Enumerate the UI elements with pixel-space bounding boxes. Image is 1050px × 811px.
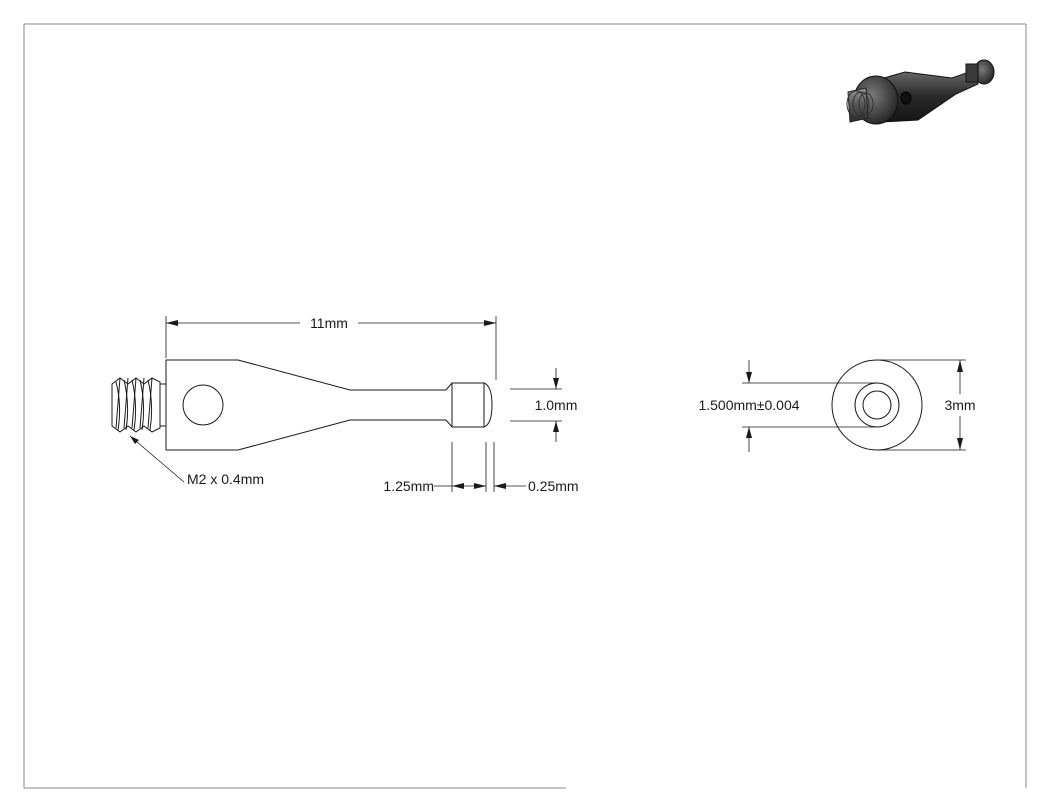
cross-hole bbox=[182, 384, 224, 426]
stylus-body bbox=[165, 359, 493, 451]
thread-neck bbox=[159, 383, 167, 427]
end-view-bore bbox=[854, 382, 900, 428]
iso-cross-hole bbox=[900, 91, 912, 105]
sheet-border bbox=[23, 23, 1027, 789]
dim-tip-diameter bbox=[510, 368, 562, 442]
label-thread: M2 x 0.4mm bbox=[187, 471, 264, 487]
label-tip-length: 1.25mm bbox=[383, 478, 434, 494]
iso-preview bbox=[846, 59, 995, 125]
side-view bbox=[111, 359, 493, 451]
label-outer-diameter: 3mm bbox=[944, 397, 975, 413]
dim-tip-length bbox=[434, 442, 526, 492]
label-overall-length: 11mm bbox=[310, 315, 348, 331]
label-tip-chamfer: 0.25mm bbox=[528, 478, 579, 494]
dim-bore-diameter bbox=[742, 360, 877, 452]
end-view-bore-inner bbox=[862, 390, 892, 420]
dim-overall-length bbox=[165, 316, 497, 380]
label-tip-diameter: 1.0mm bbox=[535, 397, 578, 413]
end-view-outer bbox=[831, 359, 923, 451]
thread-profile bbox=[111, 377, 161, 433]
thread-leader bbox=[129, 435, 185, 483]
label-bore-diameter: 1.500mm±0.004 bbox=[698, 397, 799, 413]
end-view bbox=[831, 359, 923, 451]
dim-outer-diameter bbox=[877, 359, 966, 451]
iso-tip-collar bbox=[965, 63, 979, 83]
